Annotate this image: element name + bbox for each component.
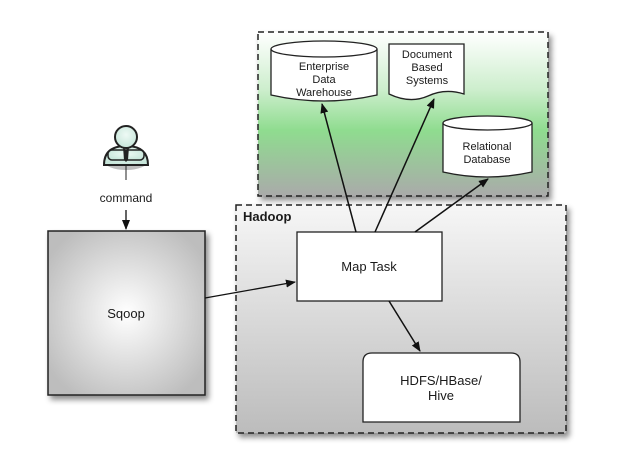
docs-label-line-1: Document	[402, 49, 452, 61]
edge-map-task-to-edw	[320, 103, 357, 233]
storage-label-line-2: Hive	[428, 388, 454, 403]
rdb-label-line-2: Database	[463, 154, 510, 166]
docs-label-line-2: Based	[411, 62, 442, 74]
user-icon	[102, 125, 150, 180]
map-task-label: Map Task	[341, 259, 397, 274]
sqoop-label: Sqoop	[107, 306, 145, 321]
edw-label-line-1: Enterprise	[299, 61, 349, 73]
edge-sqoop-to-map-task	[204, 279, 296, 299]
enterprise-data-warehouse-node[interactable]: Enterprise Data Warehouse	[270, 40, 378, 102]
docs-label-line-3: Systems	[406, 75, 449, 87]
rdb-label-line-1: Relational	[463, 141, 512, 153]
hadoop-group-title: Hadoop	[243, 209, 291, 224]
map-task-node[interactable]: Map Task	[296, 231, 443, 302]
edge-map-task-to-docs	[374, 98, 435, 233]
edges	[122, 98, 489, 352]
relational-database-node[interactable]: Relational Database	[442, 115, 533, 178]
edw-label-line-3: Warehouse	[296, 87, 352, 99]
command-label: command	[100, 191, 153, 205]
document-based-systems-node[interactable]: Document Based Systems	[388, 43, 465, 101]
edw-label-line-2: Data	[312, 74, 336, 86]
storage-label-line-1: HDFS/HBase/	[400, 373, 482, 388]
sqoop-node[interactable]: Sqoop	[47, 230, 206, 396]
hdfs-hbase-hive-node[interactable]: HDFS/HBase/ Hive	[362, 352, 521, 423]
edge-map-task-to-storage	[388, 300, 421, 352]
edge-map-task-to-rdb	[414, 178, 489, 233]
